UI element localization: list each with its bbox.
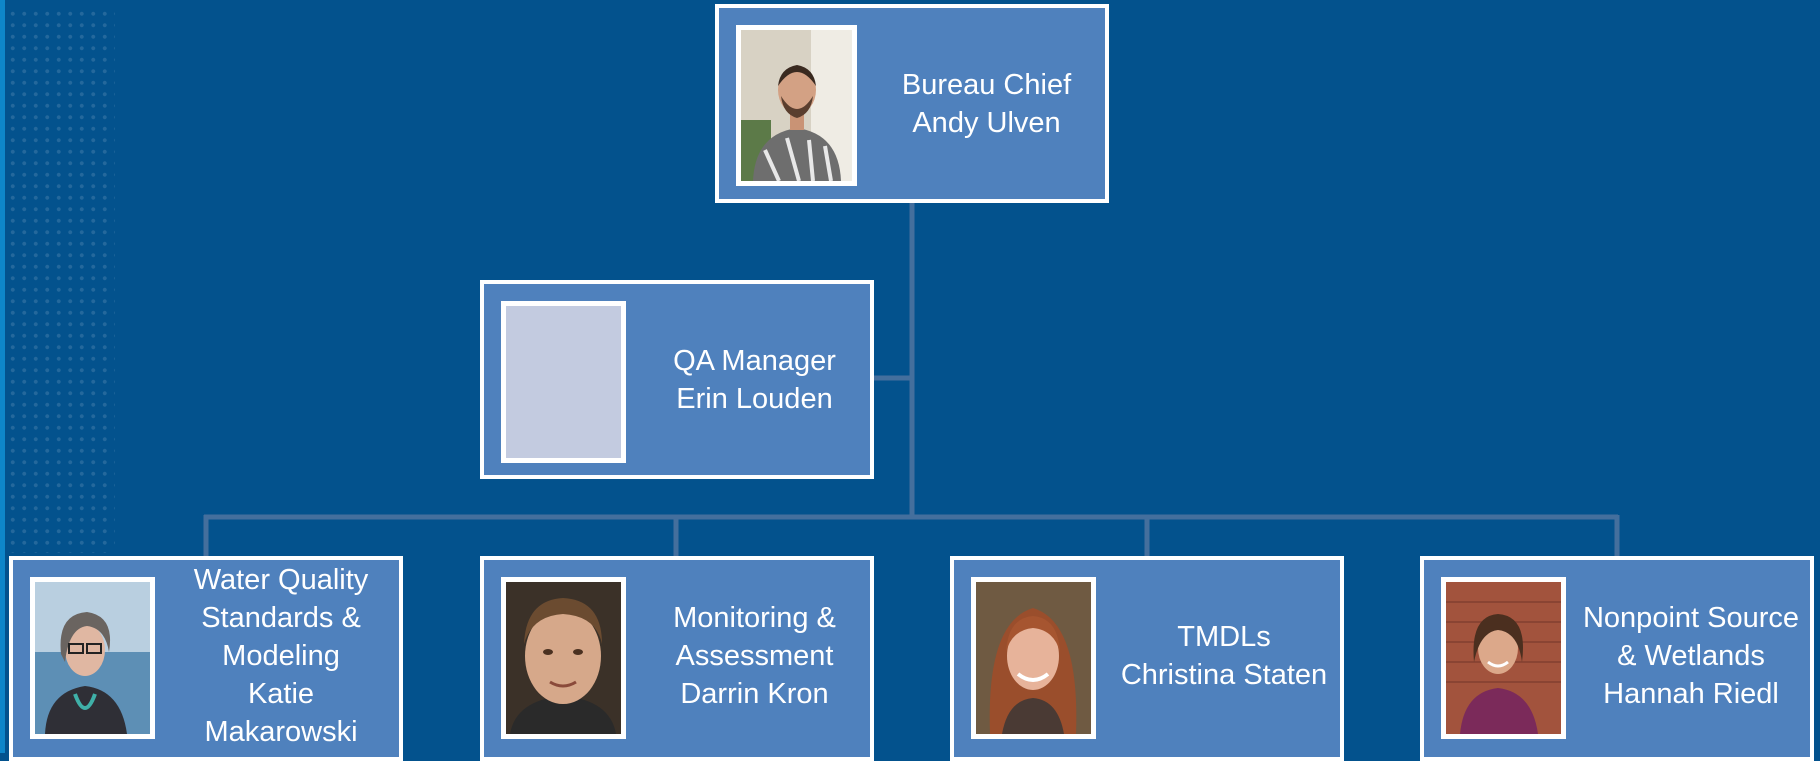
water-quality-standards-name-line-1: Katie [247,678,315,710]
tmdls-photo [971,577,1096,739]
org-card-water-quality-standards: Water Quality Standards & Modeling Katie… [9,556,403,761]
monitoring-assessment-title-line-2: Assessment [675,640,834,672]
water-quality-standards-title-line-2: Standards & [201,602,361,634]
tmdls-name-line-1: Christina Staten [1120,659,1328,691]
tmdls-title-line-1: TMDLs [1177,621,1271,653]
bureau-chief-title: Bureau Chief [901,68,1072,101]
water-quality-standards-photo [30,577,155,739]
tmdls-text: TMDLs Christina Staten [1104,560,1344,752]
nonpoint-source-wetlands-title-line-2: & Wetlands [1617,640,1765,672]
bureau-chief-photo [736,25,857,186]
water-quality-standards-title-line-3: Modeling [222,640,340,672]
monitoring-assessment-name-line-1: Darrin Kron [680,678,829,710]
bureau-chief-name: Andy Ulven [912,106,1061,139]
slide-edge-accent [0,0,5,753]
qa-manager-title: QA Manager [673,344,836,377]
monitoring-assessment-title-line-1: Monitoring & [673,602,836,634]
org-card-bureau-chief: Bureau Chief Andy Ulven [715,4,1109,203]
org-card-tmdls: TMDLs Christina Staten [950,556,1344,761]
water-quality-standards-title-line-1: Water Quality [193,564,369,596]
nonpoint-source-wetlands-text: Nonpoint Source & Wetlands Hannah Riedl [1572,560,1810,752]
monitoring-assessment-text: Monitoring & Assessment Darrin Kron [642,560,867,752]
nonpoint-source-wetlands-photo [1441,577,1566,739]
dot-pattern-decoration [7,8,115,553]
qa-manager-text: QA Manager Erin Louden [642,284,867,475]
water-quality-standards-text: Water Quality Standards & Modeling Katie… [167,560,395,752]
water-quality-standards-name-line-2: Makarowski [204,716,358,748]
bureau-chief-text: Bureau Chief Andy Ulven [874,8,1099,199]
qa-manager-photo-placeholder [501,301,626,463]
monitoring-assessment-photo [501,577,626,739]
qa-manager-name: Erin Louden [676,382,833,415]
nonpoint-source-wetlands-name-line-1: Hannah Riedl [1603,678,1779,710]
org-card-monitoring-assessment: Monitoring & Assessment Darrin Kron [480,556,874,761]
org-card-qa-manager: QA Manager Erin Louden [480,280,874,479]
nonpoint-source-wetlands-title-line-1: Nonpoint Source [1582,602,1800,634]
org-card-nonpoint-source-wetlands: Nonpoint Source & Wetlands Hannah Riedl [1420,556,1814,761]
